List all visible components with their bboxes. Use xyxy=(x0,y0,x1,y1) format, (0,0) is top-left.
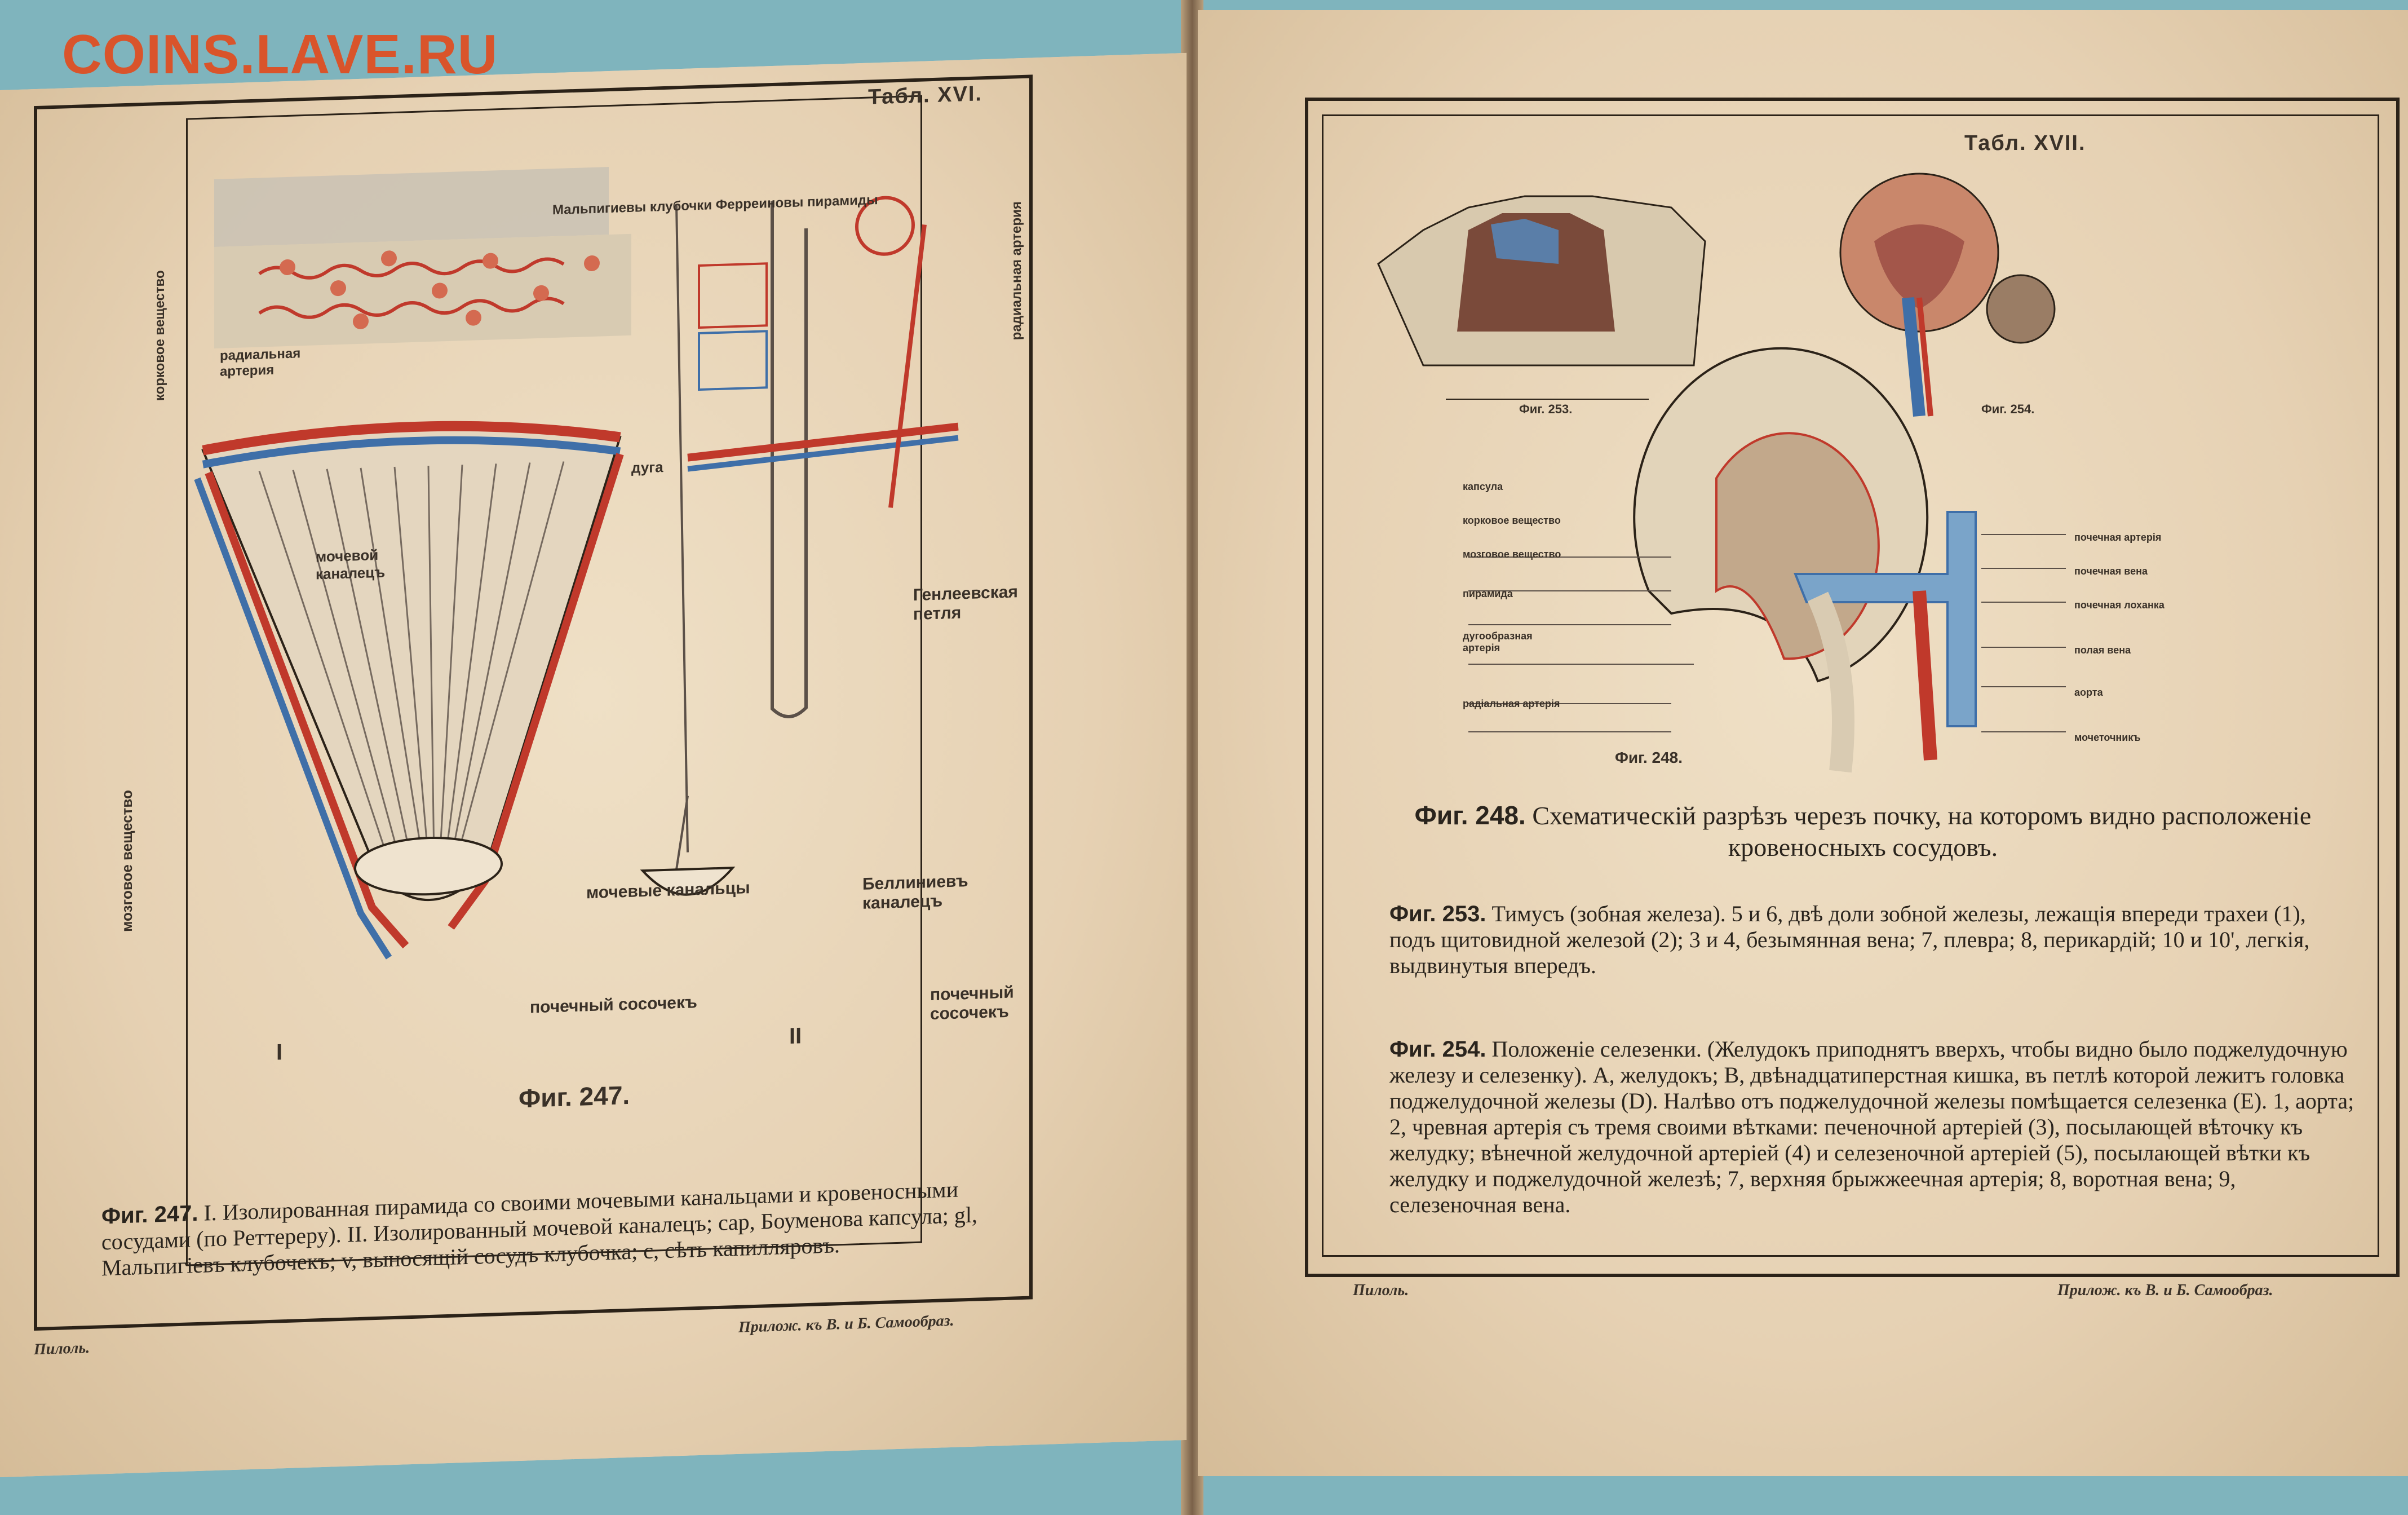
right-plate-inner-frame xyxy=(1322,114,2379,1257)
label-bellini-tubule: Беллиниевъ каналецъ xyxy=(862,872,968,913)
kidney-left-label-5: дугообразная артерія xyxy=(1463,630,1533,653)
kidney-left-label-6: радіальная артерія xyxy=(1463,698,1560,709)
label-radial-artery: радиальная артерия xyxy=(220,346,301,379)
label-cortex: корковое вещество xyxy=(152,270,167,401)
kidney-right-label-2: почечная вена xyxy=(2074,566,2148,577)
footer-right-page-left: Пилоль. xyxy=(1353,1282,1409,1299)
label-papilla-2: почечный сосочекъ xyxy=(930,983,1014,1024)
left-page: Табл. XVI. xyxy=(0,52,1187,1478)
kidney-pyramid-illustration xyxy=(194,167,959,960)
footer-right-page-right: Прилож. къ В. и Б. Самообраз. xyxy=(2057,1282,2273,1299)
footer-left-page-left: Пилоль. xyxy=(34,1339,90,1359)
footer-left-page-right: Прилож. къ В. и Б. Самообраз. xyxy=(738,1311,954,1336)
caption-254-text: Положеніе селезенки. (Желудокъ приподнят… xyxy=(1389,1036,2354,1217)
kidney-left-label-3: мозговое вещество xyxy=(1463,549,1561,560)
caption-253-number: Фиг. 253. xyxy=(1389,902,1486,926)
caption-253-text: Тимусъ (зобная железа). 5 и 6, двѣ доли … xyxy=(1389,901,2310,978)
caption-fig-254: Фиг. 254. Положеніе селезенки. (Желудокъ… xyxy=(1389,1036,2359,1218)
label-roman-2: II xyxy=(789,1023,802,1049)
kidney-right-label-5: аорта xyxy=(2074,687,2103,698)
caption-248-number: Фиг. 248. xyxy=(1414,801,1526,830)
right-page: Табл. XVII. Фиг. 253. Фиг. 254. xyxy=(1198,10,2408,1476)
label-medulla: мозговое вещество xyxy=(118,789,135,933)
kidney-left-label-2: корковое вещество xyxy=(1463,515,1561,526)
caption-254-number: Фиг. 254. xyxy=(1389,1037,1486,1062)
figure-248-label: Фиг. 248. xyxy=(1615,749,1683,766)
kidney-right-label-1: почечная артерія xyxy=(2074,532,2162,543)
plate-number-left: Табл. XVI. xyxy=(868,82,982,109)
figure-253-label: Фиг. 253. xyxy=(1519,402,1573,416)
label-henle-loop: Генлеевская петля xyxy=(913,582,1018,624)
watermark-text: COINS.LAVE.RU xyxy=(62,23,498,85)
right-plate-frame xyxy=(1305,98,2400,1277)
kidney-right-label-4: полая вена xyxy=(2074,644,2131,656)
label-urinary-tubule: мочевой каналецъ xyxy=(316,546,386,583)
kidney-right-label-6: мочеточникъ xyxy=(2074,732,2141,743)
caption-fig-248: Фиг. 248. Схематическій разрѣзъ черезъ п… xyxy=(1384,800,2342,863)
figure-254-label: Фиг. 254. xyxy=(1981,402,2035,416)
kidney-left-label-4: пирамида xyxy=(1463,588,1513,599)
label-roman-1: I xyxy=(276,1040,283,1065)
caption-247-number: Фиг. 247. xyxy=(101,1200,198,1229)
label-radial-artery-right: радиальная артерия xyxy=(1009,201,1024,341)
figure-247-label: Фиг. 247. xyxy=(519,1080,630,1114)
thymus-spleen-kidney-illustrations xyxy=(1377,173,2066,773)
caption-fig-253: Фиг. 253. Тимусъ (зобная железа). 5 и 6,… xyxy=(1389,901,2348,979)
plate-number-right: Табл. XVII. xyxy=(1964,131,2086,155)
caption-248-text: Схематическій разрѣзъ черезъ почку, на к… xyxy=(1532,801,2312,862)
kidney-right-label-3: почечная лоханка xyxy=(2074,599,2164,611)
kidney-left-label-1: капсула xyxy=(1463,481,1503,492)
label-arc: дуга xyxy=(631,458,663,476)
